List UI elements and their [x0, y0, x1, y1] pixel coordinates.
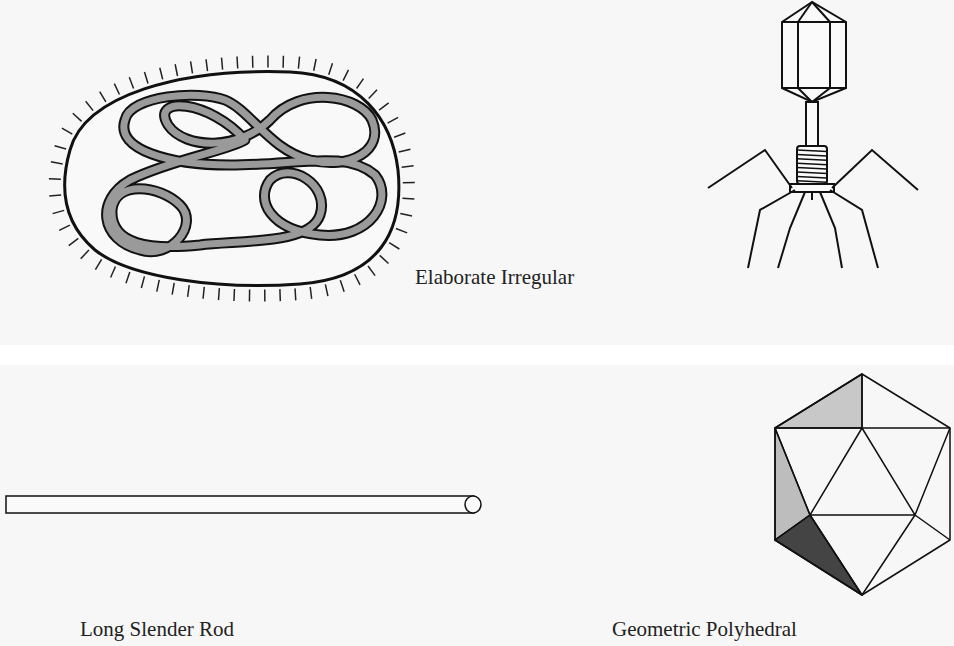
cell-spike: [355, 274, 360, 285]
cell-spike: [402, 166, 414, 168]
cell-spike: [233, 289, 235, 301]
cell-spike: [126, 272, 130, 283]
cell-spike: [111, 266, 116, 277]
cell-spike: [144, 72, 148, 83]
cell-spike: [368, 266, 375, 276]
cell-spike: [294, 288, 296, 300]
cell-spike: [357, 79, 364, 89]
cell-spike: [267, 56, 269, 68]
cell-spike: [298, 57, 299, 69]
cell-spike: [403, 182, 415, 184]
cell-spike: [95, 259, 101, 269]
cell-spike: [203, 287, 204, 299]
cell-spike: [396, 229, 407, 233]
sheath-coil: [797, 150, 827, 152]
sheath-coil: [797, 176, 827, 178]
dna-strand: [107, 95, 382, 252]
cell-spike: [157, 280, 160, 292]
cell-spike: [129, 77, 133, 88]
cell-spike: [175, 64, 177, 76]
cell-spike: [340, 280, 344, 291]
cell-spike: [191, 61, 193, 73]
shape-label: Long Slender Rod: [80, 618, 234, 641]
cell-spike: [81, 250, 89, 259]
cell-spike: [400, 214, 412, 216]
sheath-coil: [797, 163, 827, 165]
cell-spike: [141, 276, 144, 288]
cell-spike: [380, 255, 389, 263]
sheath-coil: [797, 154, 827, 156]
cell-spikes: [49, 56, 415, 302]
cell-outline: [65, 72, 399, 286]
faint-band: [0, 345, 954, 365]
cell-spike: [51, 162, 63, 164]
cell-spike: [249, 289, 251, 301]
cell-spike: [310, 287, 311, 299]
cell-spike: [252, 56, 254, 68]
cell-spike: [282, 56, 284, 68]
cell-spike: [369, 90, 377, 99]
cell-spike: [100, 92, 106, 102]
cell-spike: [314, 59, 316, 71]
cell-spike: [402, 197, 414, 199]
cell-spike: [399, 149, 411, 152]
cell-spike: [59, 225, 70, 230]
cell-spike: [188, 285, 190, 297]
cell-spike: [172, 283, 174, 295]
cell-spike: [343, 70, 348, 81]
cell-spike: [49, 178, 61, 180]
shape-label: Geometric Polyhedral: [612, 618, 797, 641]
cell-spike: [394, 133, 405, 137]
sheath-coil: [797, 168, 827, 170]
cell-spike: [206, 59, 207, 71]
cell-spike: [55, 146, 67, 149]
cell-spike: [325, 284, 328, 296]
cell-spike: [62, 128, 72, 134]
cell-spike: [379, 103, 389, 110]
cell-spike: [279, 289, 281, 301]
cell-spike: [69, 238, 79, 245]
cell-spike: [388, 117, 399, 123]
sheath-coil: [797, 181, 827, 183]
cell-spike: [73, 113, 82, 121]
cell-spike: [389, 243, 399, 249]
slender-rod: [6, 496, 481, 513]
cell-spike: [160, 68, 163, 80]
sheath-coil: [797, 159, 827, 161]
cell-spike: [222, 58, 223, 70]
cell-spike: [53, 210, 65, 213]
cell-spike: [264, 289, 266, 301]
cell-spike: [49, 195, 61, 196]
cell-spike: [218, 288, 220, 300]
icosahedron: [775, 374, 950, 595]
shape-label: Elaborate Irregular: [415, 266, 574, 289]
cell-spike: [329, 63, 333, 74]
sheath-coil: [797, 172, 827, 174]
cell-spike: [114, 84, 119, 95]
cell-spike: [86, 101, 93, 110]
cell-spike: [236, 57, 238, 69]
bacteriophage: [708, 2, 918, 268]
